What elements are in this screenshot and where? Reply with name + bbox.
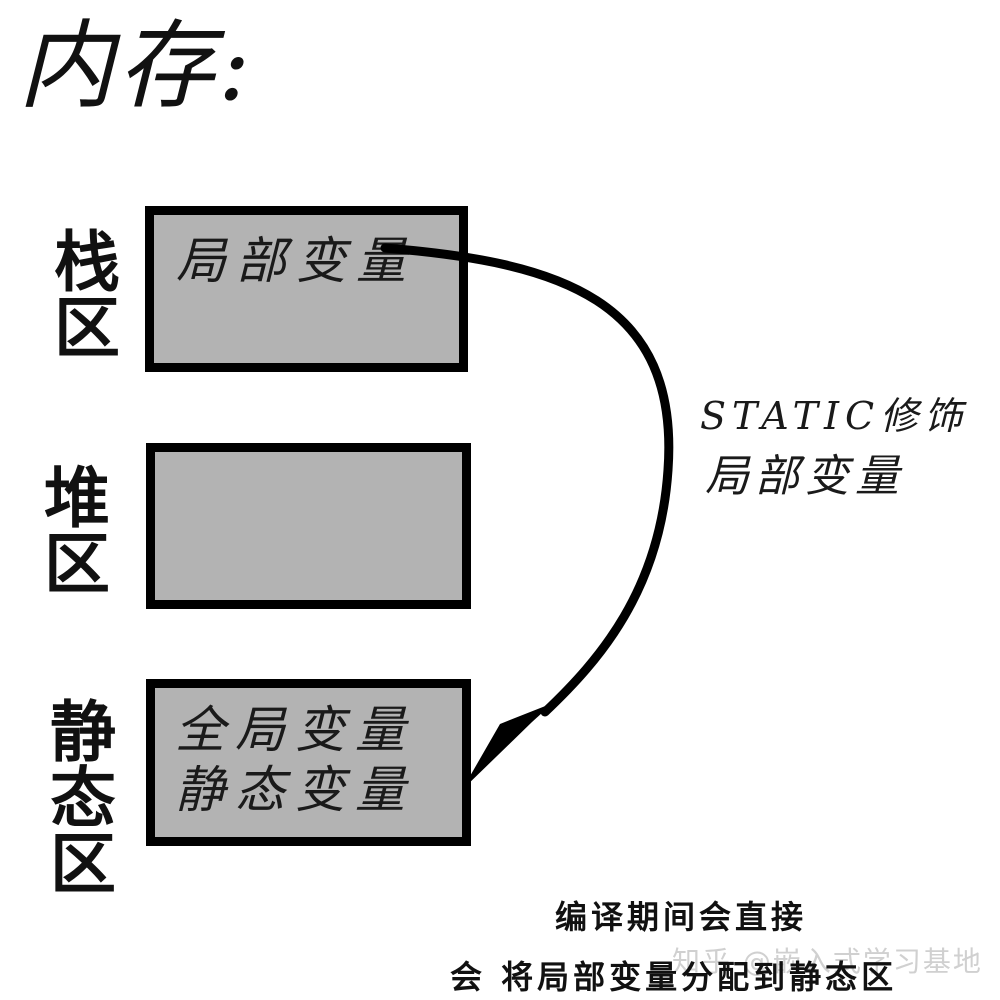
static-region-label: 静态区 (50, 694, 116, 903)
static-static-variable-text: 静态变量 (175, 761, 415, 819)
watermark: 知乎 @嵌入式学习基地 (672, 945, 983, 978)
caption-line2: 会 将局部变量分配到静态区 (450, 958, 898, 996)
arrow-curve (380, 243, 674, 717)
arrow-note-line1: STATIC修饰 (700, 394, 969, 438)
page-title: 内存: (18, 10, 255, 122)
stack-region-box: 局部变量 (145, 206, 468, 372)
static-global-variable-text: 全局变量 (175, 701, 415, 759)
heap-region-label: 堆区 (44, 460, 110, 603)
static-region-box: 全局变量 静态变量 (146, 679, 471, 846)
arrow-head (462, 703, 553, 790)
stack-local-variable-text: 局部变量 (176, 232, 416, 290)
stack-region-label: 栈区 (54, 224, 120, 367)
heap-region-box (146, 443, 471, 609)
caption-line1: 编译期间会直接 (555, 898, 808, 936)
arrow-note-line2: 局部变量 (705, 451, 905, 502)
